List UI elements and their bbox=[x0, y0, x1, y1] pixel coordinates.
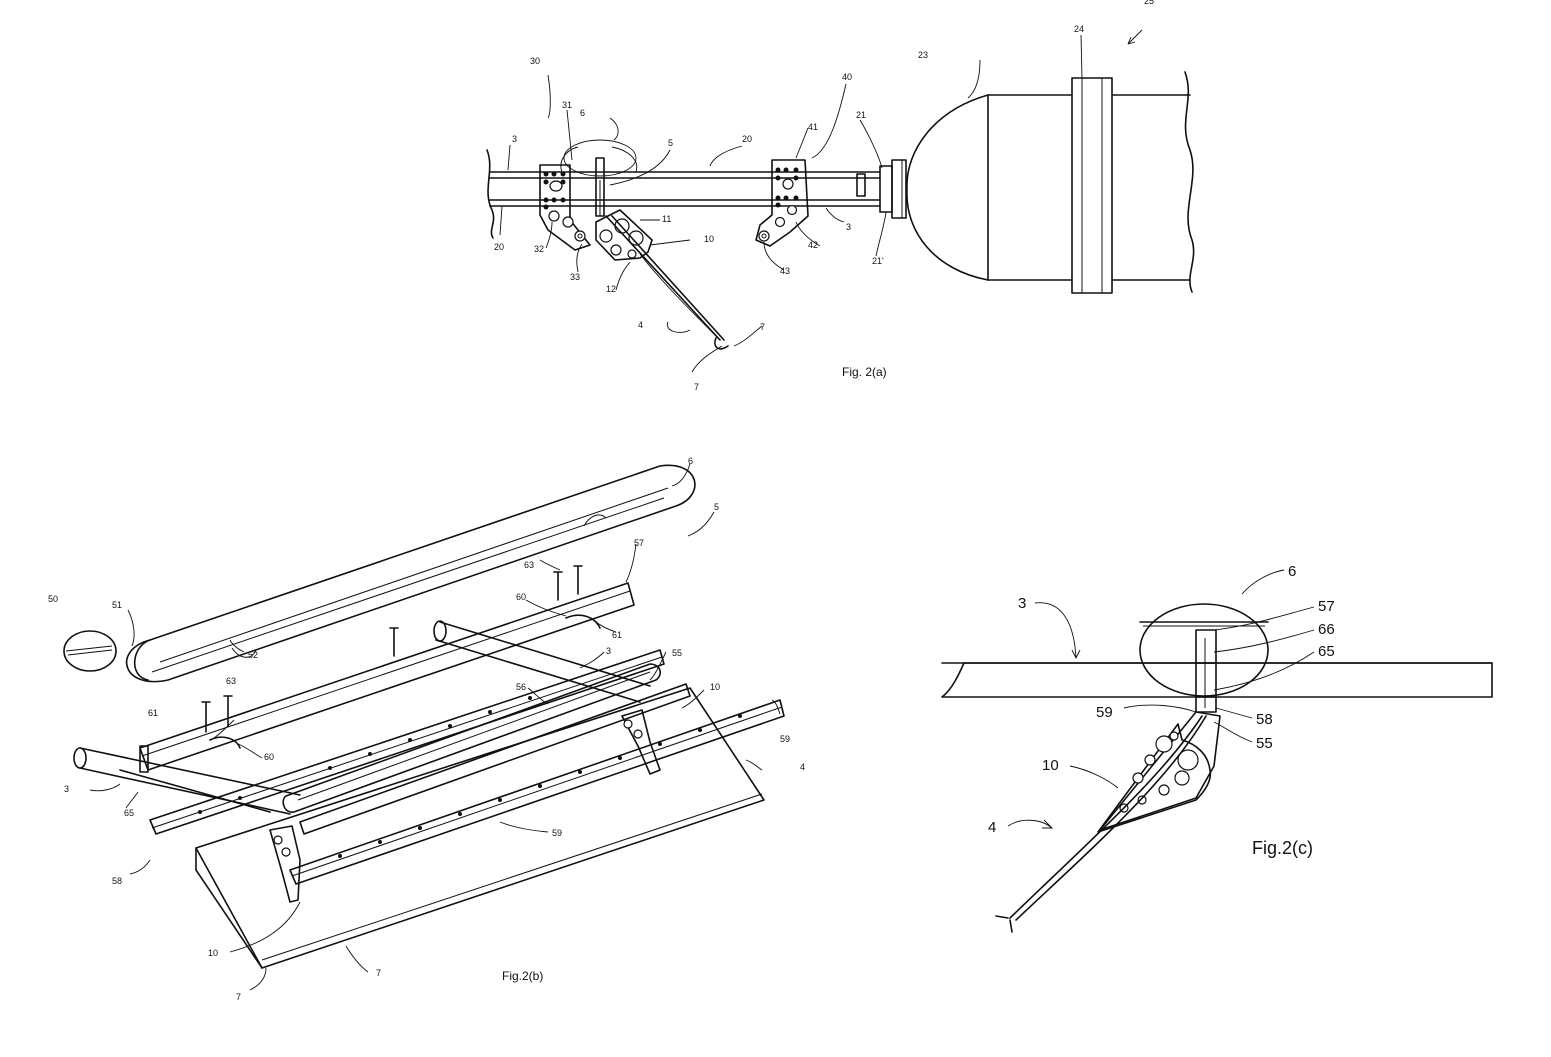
label-60-left: 60 bbox=[264, 752, 274, 762]
label-10: 10 bbox=[1042, 757, 1059, 774]
label-60-top: 60 bbox=[516, 592, 526, 602]
label-31: 31 bbox=[562, 100, 572, 110]
label-10-bottom: 10 bbox=[208, 948, 218, 958]
fig-c-labels: 3 6 57 66 65 59 58 55 10 4 Fig.2(c) bbox=[988, 563, 1335, 858]
label-4: 4 bbox=[800, 762, 805, 772]
label-63-top: 63 bbox=[524, 560, 534, 570]
label-7-right: 7 bbox=[760, 322, 765, 332]
label-3-right: 3 bbox=[846, 222, 851, 232]
label-42: 42 bbox=[808, 240, 818, 250]
label-57: 57 bbox=[1318, 598, 1335, 615]
label-5: 5 bbox=[668, 138, 673, 148]
label-12: 12 bbox=[606, 284, 616, 294]
label-4: 4 bbox=[638, 320, 643, 330]
fig-a-labels: 25 24 23 30 31 6 5 20 40 41 21 3 20 32 3… bbox=[494, 0, 1154, 392]
label-59-right: 59 bbox=[780, 734, 790, 744]
label-10-top: 10 bbox=[710, 682, 720, 692]
rail-3 bbox=[942, 663, 1492, 697]
label-59: 59 bbox=[1096, 704, 1113, 721]
label-51: 51 bbox=[112, 600, 122, 610]
label-22: 21 bbox=[856, 110, 866, 120]
label-50: 50 bbox=[48, 594, 58, 604]
caption-fig-2a: Fig. 2(a) bbox=[842, 365, 887, 379]
caption-fig-2c: Fig.2(c) bbox=[1252, 838, 1313, 858]
tank bbox=[907, 72, 1194, 293]
label-59-bottom: 59 bbox=[552, 828, 562, 838]
figure-2a: 25 24 23 30 31 6 5 20 40 41 21 3 20 32 3… bbox=[487, 0, 1194, 392]
label-5: 5 bbox=[714, 502, 719, 512]
label-7-bottom: 7 bbox=[236, 992, 241, 1002]
label-3-left: 3 bbox=[64, 784, 69, 794]
strip-59 bbox=[150, 650, 784, 884]
post-65 bbox=[1196, 630, 1216, 712]
label-23: 23 bbox=[918, 50, 928, 60]
label-20-left: 20 bbox=[494, 242, 504, 252]
label-7-mid: 7 bbox=[376, 968, 381, 978]
label-6: 6 bbox=[580, 108, 585, 118]
label-66: 66 bbox=[1318, 621, 1335, 638]
label-55: 55 bbox=[672, 648, 682, 658]
label-6: 6 bbox=[1288, 563, 1296, 580]
label-58: 58 bbox=[1256, 711, 1273, 728]
label-55: 55 bbox=[1256, 735, 1273, 752]
fig-b-labels: 6 5 63 57 50 51 52 60 61 3 55 63 56 10 6… bbox=[48, 456, 805, 1002]
label-7-bottom: 7 bbox=[694, 382, 699, 392]
float-cylinder bbox=[64, 465, 695, 681]
label-40: 40 bbox=[842, 72, 852, 82]
label-11: 11 bbox=[662, 214, 671, 224]
label-63-left: 63 bbox=[226, 676, 236, 686]
figure-2c: 3 6 57 66 65 59 58 55 10 4 Fig.2(c) bbox=[942, 563, 1492, 932]
label-4: 4 bbox=[988, 819, 996, 836]
label-24: 24 bbox=[1074, 24, 1084, 34]
label-41: 41 bbox=[808, 122, 818, 132]
label-3: 3 bbox=[1018, 595, 1026, 612]
label-65: 65 bbox=[124, 808, 134, 818]
label-32: 32 bbox=[534, 244, 544, 254]
label-61-top: 61 bbox=[612, 630, 622, 640]
label-58: 58 bbox=[112, 876, 122, 886]
figure-2b: 6 5 63 57 50 51 52 60 61 3 55 63 56 10 6… bbox=[48, 456, 805, 1002]
label-6: 6 bbox=[688, 456, 693, 466]
label-56: 56 bbox=[516, 682, 526, 692]
label-3-top: 3 bbox=[606, 646, 611, 656]
label-30: 30 bbox=[530, 56, 540, 66]
label-3-left: 3 bbox=[512, 134, 517, 144]
label-57: 57 bbox=[634, 538, 644, 548]
cross-rods bbox=[74, 621, 650, 814]
label-43: 43 bbox=[780, 266, 790, 276]
label-21-prime: 21' bbox=[872, 256, 884, 266]
label-52: 52 bbox=[248, 650, 258, 660]
label-25: 25 bbox=[1144, 0, 1154, 6]
label-20-top: 20 bbox=[742, 134, 752, 144]
pivot-plate-10 bbox=[1098, 712, 1220, 832]
label-65: 65 bbox=[1318, 643, 1335, 660]
label-10: 10 bbox=[704, 234, 714, 244]
label-61-left: 61 bbox=[148, 708, 158, 718]
label-33: 33 bbox=[570, 272, 580, 282]
chain-4 bbox=[996, 716, 1206, 932]
bracket-40 bbox=[756, 160, 808, 246]
pivot-plate-10 bbox=[596, 210, 728, 349]
caption-fig-2b: Fig.2(b) bbox=[502, 969, 543, 983]
pipe-assembly bbox=[487, 150, 906, 238]
